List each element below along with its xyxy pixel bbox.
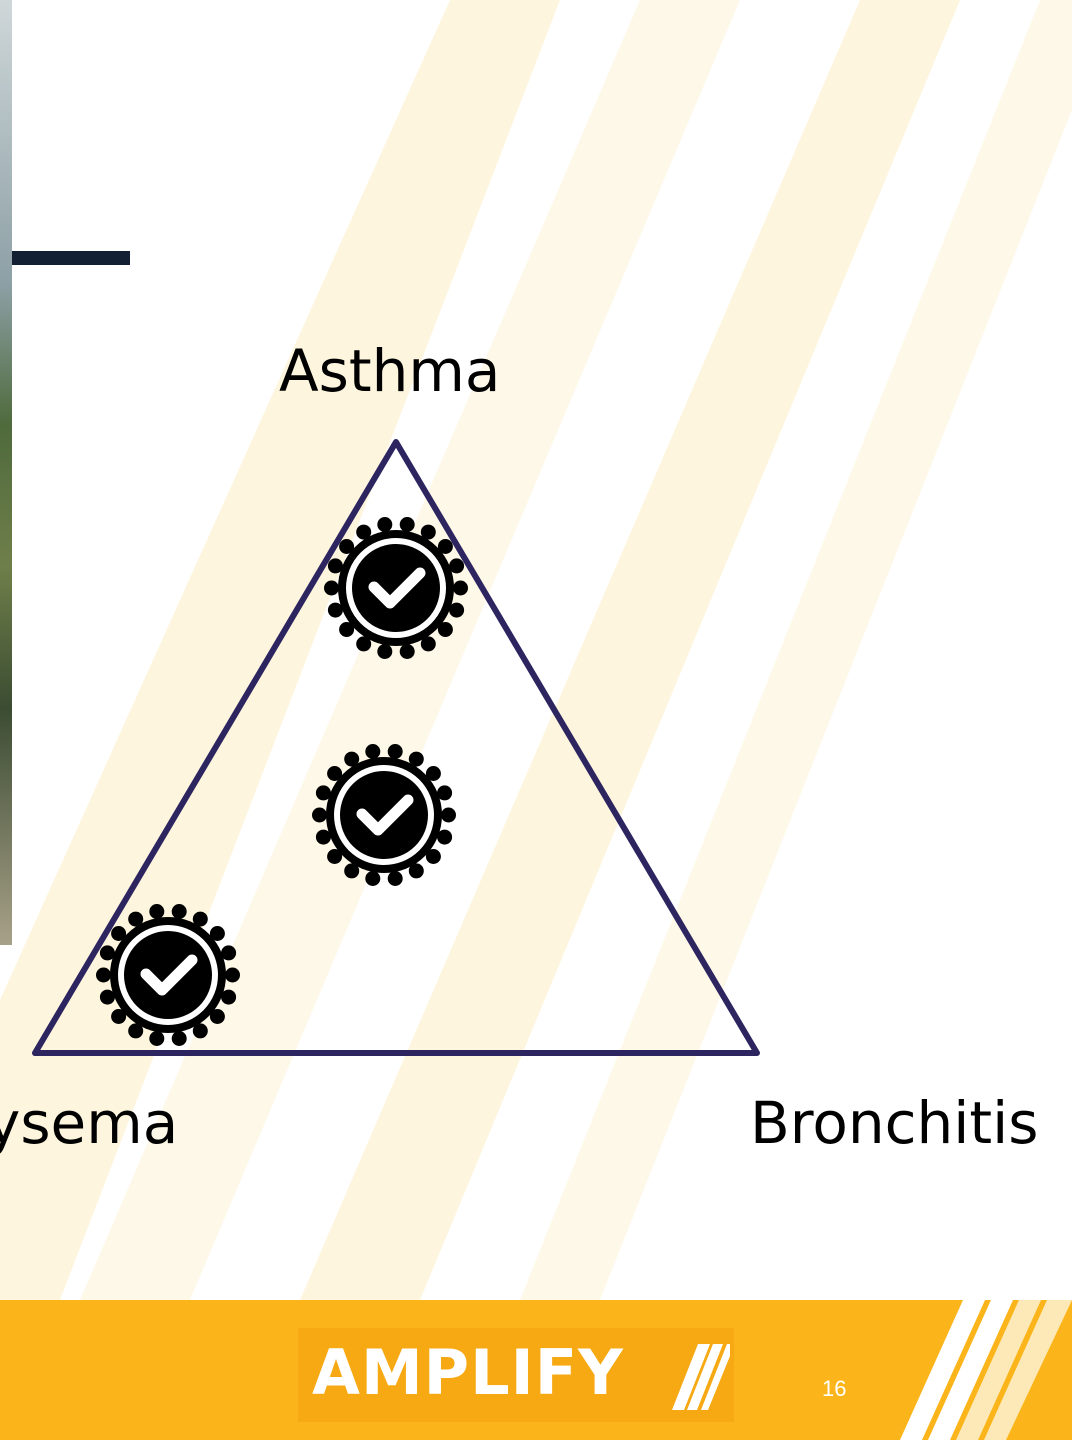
corner-slashes-icon <box>0 0 1072 1440</box>
slide: Asthma ysema Bronchitis AMPLIFY 16 <box>0 0 1072 1440</box>
